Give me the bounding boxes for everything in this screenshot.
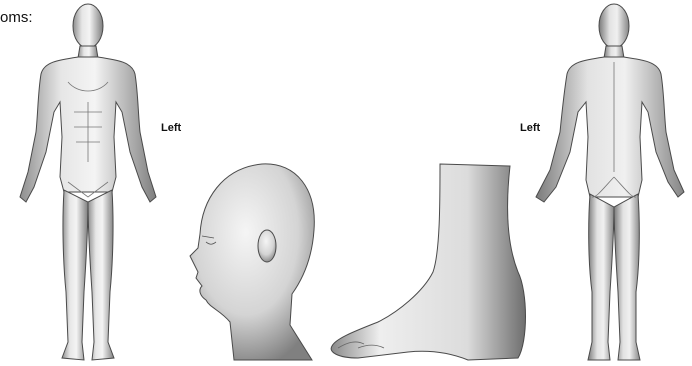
front-body-figure[interactable] (8, 2, 168, 364)
foot-icon (331, 164, 525, 360)
front-left-side-label: Left (161, 122, 181, 134)
head-profile-figure[interactable] (172, 160, 322, 362)
back-body-figure[interactable] (532, 2, 692, 364)
foot-side-figure[interactable] (328, 162, 528, 362)
